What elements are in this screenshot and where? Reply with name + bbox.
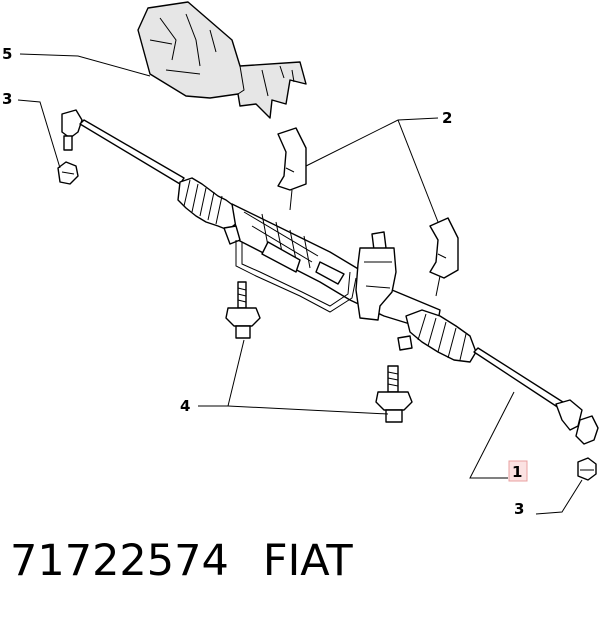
pinion-valve-housing <box>355 231 413 351</box>
callout-5: 5 <box>2 45 12 63</box>
right-rack-boot <box>405 309 477 363</box>
leader-lines <box>17 53 583 515</box>
callout-labels: 5 3 2 4 1 3 <box>2 45 528 518</box>
part-caption: 71722574 FIAT <box>10 536 353 586</box>
callout-1-highlight <box>508 460 528 482</box>
callout-3-bottom: 3 <box>514 500 524 518</box>
mounting-bolt-upper <box>225 281 261 339</box>
part-number: 71722574 <box>10 536 229 586</box>
hydraulic-lines <box>235 240 357 313</box>
left-tie-rod <box>79 119 185 185</box>
callout-1: 1 <box>512 463 522 481</box>
rack-housing <box>223 203 441 333</box>
brand-name: FIAT <box>262 536 353 586</box>
right-tie-rod <box>473 347 567 411</box>
mounting-bolt-lower <box>375 365 413 423</box>
callout-2: 2 <box>442 109 452 127</box>
callout-3-top: 3 <box>2 90 12 108</box>
right-tie-rod-end <box>555 399 599 481</box>
mounting-clamp-upper <box>277 127 307 191</box>
left-tie-rod-end <box>57 109 83 185</box>
heat-shield-part <box>137 1 307 119</box>
left-rack-boot <box>177 177 239 231</box>
mounting-clamp-lower <box>429 217 459 279</box>
callout-4: 4 <box>180 397 190 415</box>
